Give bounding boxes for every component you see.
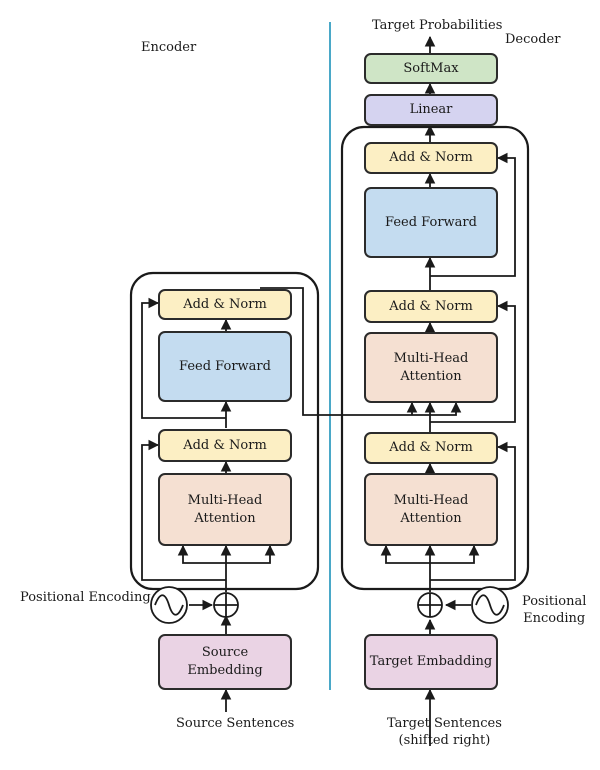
dec-positional-encoding-icon [471, 586, 509, 624]
dec-add-norm-mid-label: Add & Norm [389, 298, 473, 314]
dec-adder-icon [417, 592, 443, 618]
dec-cross-attention: Multi-Head Attention [364, 332, 498, 403]
enc-add-norm-top: Add & Norm [158, 289, 292, 320]
dec-add-norm-top: Add & Norm [364, 142, 498, 174]
dec-target-embedding: Target Embadding [364, 634, 498, 690]
positional-encoding-right-label: Positional Encoding [522, 594, 587, 626]
dec-residual-3 [430, 152, 516, 277]
encoder-title: Encoder [141, 40, 197, 55]
dec-add-norm-bottom-label: Add & Norm [389, 440, 473, 456]
encoder-layer-outline [129, 271, 320, 591]
enc-multi-head-attention-label: Multi-Head Attention [187, 492, 263, 526]
source-sentences-label: Source Sentences [176, 716, 295, 731]
enc-add-norm-bottom-label: Add & Norm [183, 437, 267, 453]
enc-residual-1 [141, 439, 226, 581]
dec-attn-input-k [380, 544, 430, 564]
dec-residual-1 [430, 441, 516, 581]
enc-positional-encoding-icon [150, 586, 188, 624]
dec-target-embedding-label: Target Embadding [369, 654, 493, 670]
enc-output-to-decoder [260, 287, 462, 416]
dec-attn-input-v [430, 544, 480, 564]
enc-source-embedding: Source Embedding [158, 634, 292, 690]
enc-source-embedding-label: Source Embedding [187, 645, 263, 678]
enc-attn-input-v [226, 544, 276, 564]
dec-residual-2 [430, 300, 516, 423]
enc-multi-head-attention: Multi-Head Attention [158, 473, 292, 546]
dec-cross-attention-label: Multi-Head Attention [393, 350, 469, 384]
enc-add-norm-bottom: Add & Norm [158, 429, 292, 462]
enc-adder-icon [213, 592, 239, 618]
enc-add-norm-top-label: Add & Norm [183, 296, 267, 312]
dec-feed-forward: Feed Forward [364, 187, 498, 258]
dec-softmax: SoftMax [364, 53, 498, 84]
dec-add-norm-mid: Add & Norm [364, 290, 498, 323]
dec-linear: Linear [364, 94, 498, 126]
enc-feed-forward: Feed Forward [158, 331, 292, 402]
dec-feed-forward-label: Feed Forward [385, 214, 477, 230]
target-probabilities-label: Target Probabilities [372, 18, 503, 33]
positional-encoding-left-label: Positional Encoding [20, 590, 151, 605]
dec-softmax-label: SoftMax [403, 60, 459, 76]
enc-attn-input-k [177, 544, 226, 564]
dec-add-norm-bottom: Add & Norm [364, 432, 498, 464]
dec-linear-label: Linear [409, 102, 453, 118]
enc-feed-forward-label: Feed Forward [179, 358, 271, 374]
target-sentences-label: Target Sentences (shifted right) [387, 716, 502, 748]
decoder-title: Decoder [505, 32, 561, 47]
dec-masked-attention-label: Multi-Head Attention [393, 492, 469, 526]
enc-residual-2 [141, 297, 226, 419]
dec-add-norm-top-label: Add & Norm [389, 150, 473, 166]
dec-masked-attention: Multi-Head Attention [364, 473, 498, 546]
